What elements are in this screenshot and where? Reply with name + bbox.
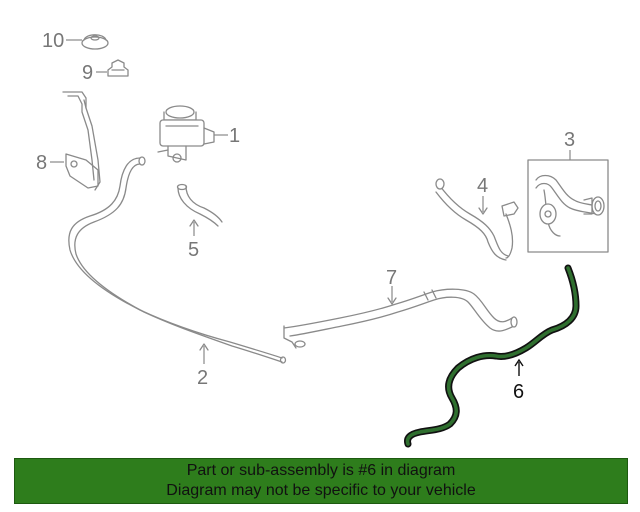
part-8-bracket [50, 91, 101, 191]
callout-6[interactable]: 6 [513, 381, 524, 403]
callout-7[interactable]: 7 [386, 267, 397, 289]
callout-10[interactable]: 10 [42, 30, 64, 52]
info-banner: Part or sub-assembly is #6 in diagram Di… [14, 458, 628, 504]
part-5-hose [176, 183, 223, 236]
part-10-cap [66, 34, 109, 50]
part-7-hose [283, 286, 518, 349]
callout-9[interactable]: 9 [82, 62, 93, 84]
callout-8[interactable]: 8 [36, 152, 47, 174]
callout-2[interactable]: 2 [197, 367, 208, 389]
part-9-grommet [96, 59, 129, 77]
callout-4[interactable]: 4 [477, 175, 488, 197]
banner-line-1: Part or sub-assembly is #6 in diagram [186, 462, 456, 479]
part-4-hose [435, 178, 519, 261]
part-6-highlighted-hose[interactable] [404, 264, 580, 448]
callout-3[interactable]: 3 [564, 129, 575, 151]
callout-5[interactable]: 5 [188, 239, 199, 261]
part-3-assembly [527, 150, 609, 253]
callout-1[interactable]: 1 [229, 125, 240, 147]
part-2-long-hose [68, 156, 287, 364]
banner-line-2: Diagram may not be specific to your vehi… [166, 482, 476, 499]
part-1-pump [157, 105, 228, 163]
